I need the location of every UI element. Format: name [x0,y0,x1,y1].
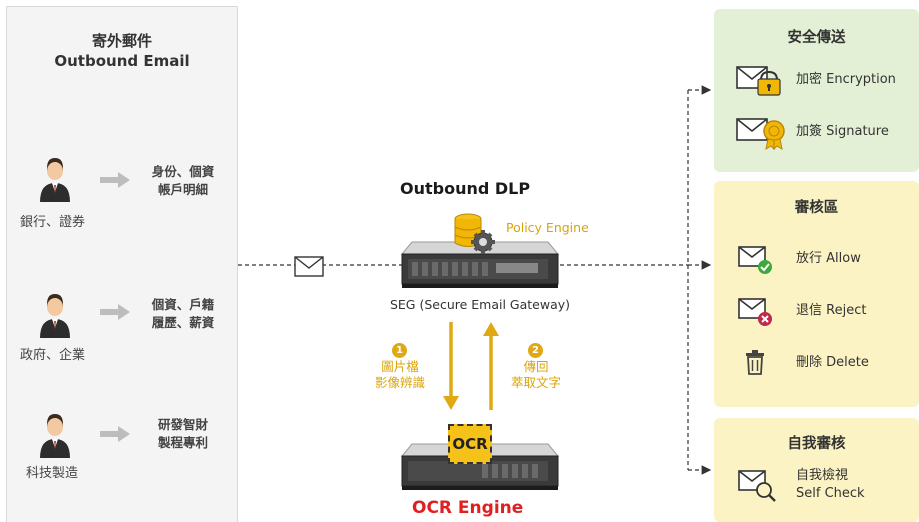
self-check-line1: 自我檢視 [796,468,849,483]
encryption-label: 加密 Encryption [796,72,896,87]
self-check-line2: Self Check [796,486,865,501]
envelope-icon [294,256,324,277]
policy-engine-label: Policy Engine [506,220,589,235]
person-icon [40,158,70,202]
person-icon [40,414,70,458]
database-gear-icon [454,213,495,254]
seg-server-icon [400,241,560,288]
secure-delivery-panel [714,9,919,172]
signature-label: 加簽 Signature [796,124,889,139]
trash-icon [746,350,764,375]
person-icon [40,294,70,338]
sender-label: 銀行、證券 [20,215,86,230]
step-2-line1: 傳回 [523,359,549,374]
sender-label: 政府、企業 [20,348,86,363]
self-review-panel [714,418,919,522]
ocr-engine-label: OCR Engine [412,498,524,518]
right-arrow-icon [100,426,130,442]
self-review-title: 自我審核 [787,436,846,452]
sender-data-line1: 身份、個資 [151,164,215,179]
reject-label: 退信 Reject [796,303,867,318]
envelope-lock-icon [736,66,781,96]
ocr-flow-arrows [443,322,499,410]
envelope-search-icon [738,470,776,502]
outbound-email-title-en: Outbound Email [54,52,190,70]
envelope-seal-icon [736,118,785,150]
sender-data-line2: 製程專利 [157,435,208,450]
sender-data-line1: 個資、戶籍 [151,297,215,312]
outbound-email-title-zh: 寄外郵件 [91,32,152,50]
step-1-line1: 圖片檔 [381,359,419,374]
envelope-check-icon [738,246,772,274]
ocr-badge: OCR [448,424,492,464]
allow-label: 放行 Allow [796,251,861,266]
secure-delivery-title: 安全傳送 [787,30,846,46]
sender-data-line2: 履歷、薪資 [151,315,215,330]
sender-data-line1: 研發智財 [157,417,208,432]
sender-data-line2: 帳戶明細 [157,182,208,197]
envelope-reject-icon [738,298,772,326]
step-2-number: 2 [528,343,543,358]
delete-label: 刪除 Delete [796,355,869,370]
step-1-number: 1 [392,343,407,358]
outbound-dlp-title: Outbound DLP [400,179,531,198]
right-arrow-icon [100,304,130,320]
right-arrow-icon [100,172,130,188]
review-area-title: 審核區 [794,200,839,216]
seg-label: SEG (Secure Email Gateway) [389,297,571,312]
sender-label: 科技製造 [26,466,79,481]
step-1-line2: 影像辨識 [374,375,425,390]
step-2-line2: 萃取文字 [510,375,561,390]
